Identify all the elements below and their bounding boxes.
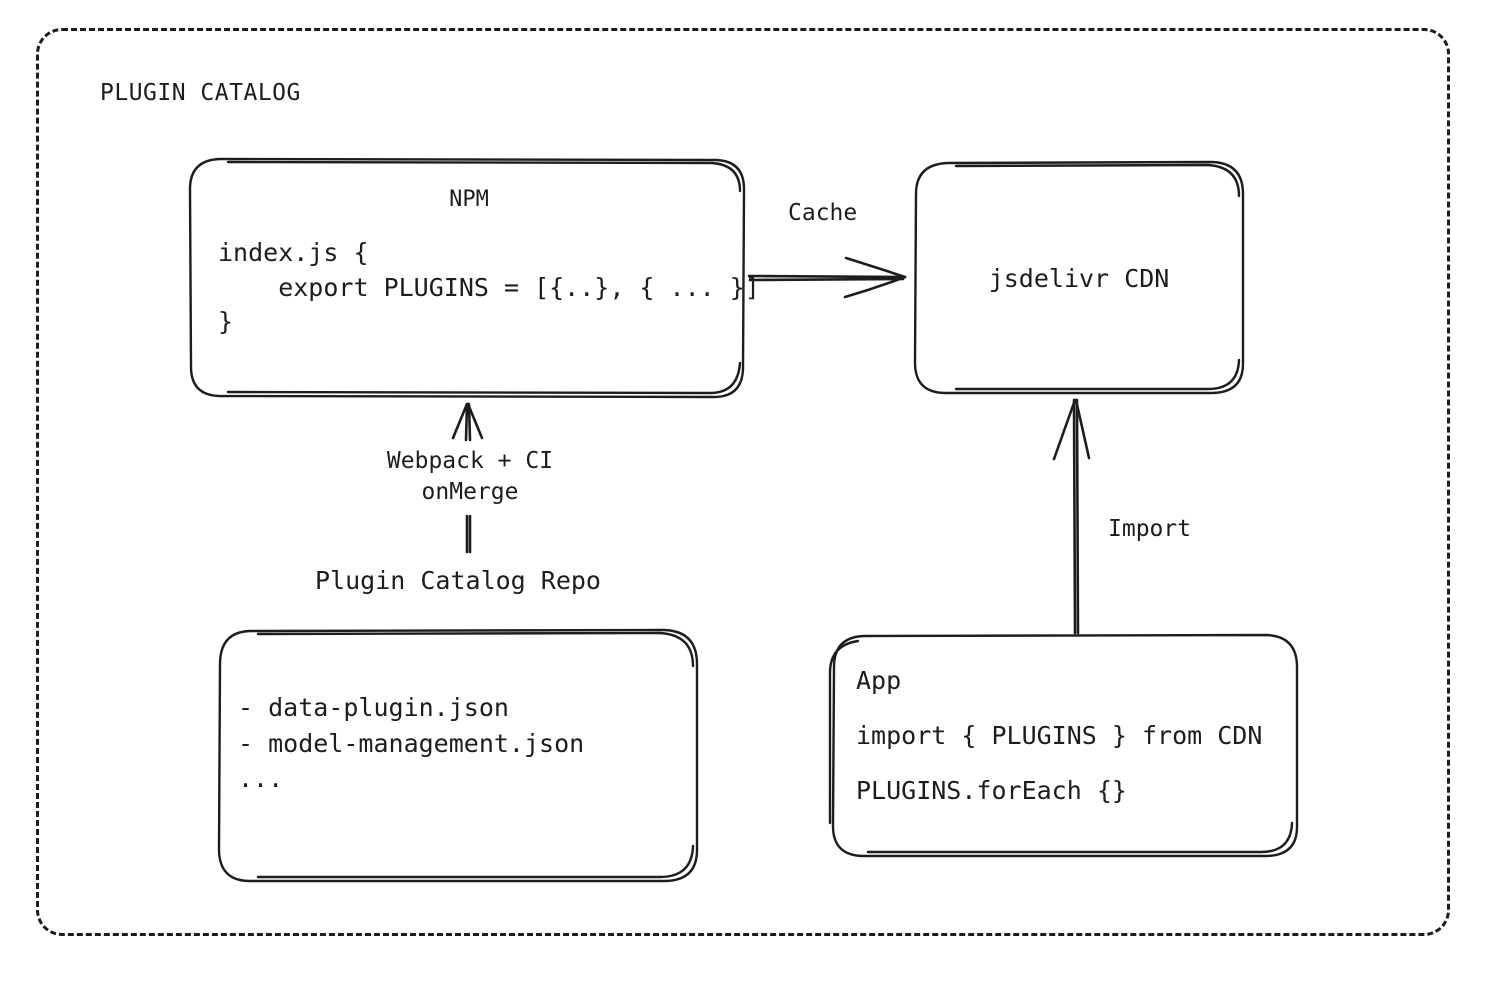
node-plugin-catalog-repo[interactable]: - data-plugin.json - model-management.js… [216,628,700,884]
app-title: App [856,666,902,695]
npm-title: NPM [449,187,489,212]
repo-file-list: - data-plugin.json - model-management.js… [238,693,585,793]
repo-caption: Plugin Catalog Repo [315,566,601,595]
app-code-line-2: PLUGINS.forEach {} [856,776,1127,805]
edge-label-import: Import [1108,516,1192,542]
cdn-label: jsdelivr CDN [988,263,1170,293]
node-npm[interactable]: NPM index.js { export PLUGINS = [{..}, {… [188,157,760,399]
app-code-line-1: import { PLUGINS } from CDN [856,721,1263,750]
plugin-catalog-frame [36,28,1450,936]
frame-title: PLUGIN CATALOG [100,80,301,106]
npm-code-block: index.js { export PLUGINS = [{..}, { ...… [218,238,760,336]
edge-label-webpack: Webpack + CI onMerge [386,448,554,506]
edge-label-cache: Cache [788,200,858,226]
node-app[interactable]: App import { PLUGINS } from CDN PLUGINS.… [828,633,1300,859]
node-jsdelivr-cdn[interactable]: jsdelivr CDN [912,160,1246,396]
